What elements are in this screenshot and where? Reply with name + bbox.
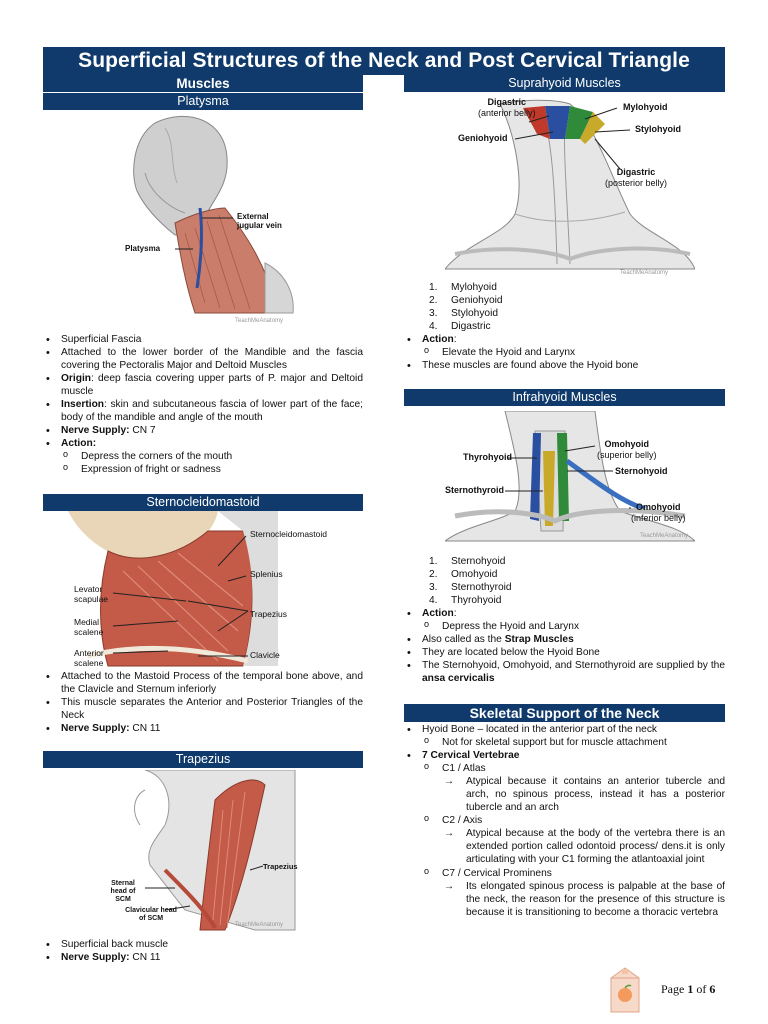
list-item: C1 / Atlas: [424, 761, 725, 775]
platysma-notes: Superficial Fascia Attached to the lower…: [43, 333, 363, 477]
figure-label-omohyoid-superior: Omohyoid(superior belly): [597, 439, 657, 460]
trapezius-figure: Trapezius Sternal head of SCM Clavicular…: [105, 770, 305, 935]
figure-label-medial-scalene: Medial scalene: [74, 617, 104, 637]
figure-label-geniohyoid: Geniohyoid: [458, 133, 508, 143]
list-item: 2.Omohyoid: [429, 569, 498, 581]
suprahyoid-header: Suprahyoid Muscles: [404, 75, 725, 92]
list-item: Action:: [43, 437, 363, 451]
figure-label-platysma: Platysma: [125, 244, 161, 253]
list-item: 4.Digastric: [429, 321, 491, 333]
figure-label-trapezius: Trapezius: [250, 609, 288, 619]
figure-label-anterior-scalene: Anterior scalene: [74, 648, 104, 668]
list-item: Superficial back muscle: [43, 938, 363, 952]
list-item: Atypical because at the body of the vert…: [444, 827, 725, 866]
list-item: Insertion: skin and subcutaneous fascia …: [43, 398, 363, 424]
platysma-header: Platysma: [43, 93, 363, 110]
figure-label-external-jugular-vein: External jugular vein: [237, 212, 282, 230]
page-title: Superficial Structures of the Neck and P…: [43, 47, 725, 75]
figure-label-sternal-head: Sternal head of SCM: [110, 880, 136, 903]
list-item: Its elongated spinous process is palpabl…: [444, 880, 725, 919]
list-item: Expression of fright or sadness: [63, 462, 363, 476]
figure-label-mylohyoid: Mylohyoid: [623, 102, 668, 112]
figure-watermark: TeachMeAnatomy: [235, 318, 284, 324]
scm-header: Sternocleidomastoid: [43, 494, 363, 511]
trapezius-header: Trapezius: [43, 751, 363, 768]
list-item: Nerve Supply: CN 11: [43, 722, 363, 736]
infrahyoid-header: Infrahyoid Muscles: [404, 389, 725, 406]
list-item: 3.Sternothyroid: [429, 582, 512, 594]
scm-notes: Attached to the Mastoid Process of the t…: [43, 670, 363, 736]
figure-label-clavicle: Clavicle: [250, 650, 280, 660]
figure-label-clavicular-head: Clavicular head of SCM: [125, 907, 177, 922]
skeletal-section: Skeletal Support of the Neck: [404, 704, 725, 722]
suprahyoid-figure: Digastric(anterior belly) Mylohyoid Styl…: [445, 94, 695, 279]
trapezius-section: Trapezius: [43, 751, 363, 768]
list-item: C7 / Cervical Prominens: [424, 866, 725, 880]
scm-section: Sternocleidomastoid: [43, 494, 363, 511]
list-item: Also called as the Strap Muscles: [404, 633, 725, 647]
figure-label-splenius: Splenius: [250, 569, 283, 579]
list-item: Attached to the lower border of the Mand…: [43, 346, 363, 372]
list-item: Attached to the Mastoid Process of the t…: [43, 670, 363, 696]
list-item: 7 Cervical Vertebrae: [404, 749, 725, 763]
list-item: 1.Mylohyoid: [429, 282, 497, 293]
skeletal-header: Skeletal Support of the Neck: [404, 704, 725, 722]
list-item: Action:: [404, 333, 725, 347]
list-item: 1.Sternohyoid: [429, 556, 506, 567]
figure-label-digastric-anterior: Digastric(anterior belly): [478, 97, 536, 118]
left-column: Muscles Platysma: [43, 75, 363, 110]
scm-figure: Sternocleidomastoid Splenius Levator sca…: [68, 511, 348, 671]
list-item: 3.Stylohyoid: [429, 308, 499, 320]
list-item: Atypical because it contains an anterior…: [444, 775, 725, 814]
figure-label-thyrohyoid: Thyrohyoid: [463, 452, 512, 462]
infrahyoid-figure: Omohyoid(superior belly) Thyrohyoid Ster…: [445, 411, 695, 549]
list-item: Depress the corners of the mouth: [63, 449, 363, 463]
figure-label-digastric-posterior: Digastric(posterior belly): [605, 167, 668, 188]
list-item: 4.Thyrohyoid: [429, 595, 502, 607]
figure-watermark: TeachMeAnatomy: [620, 270, 669, 276]
suprahyoid-notes: 1.Mylohyoid 2.Geniohyoid 3.Stylohyoid 4.…: [404, 281, 725, 373]
figure-label-sternohyoid: Sternohyoid: [615, 466, 668, 476]
list-item: Nerve Supply: CN 7: [43, 424, 363, 438]
figure-watermark: TeachMeAnatomy: [640, 533, 689, 539]
list-item: Elevate the Hyoid and Larynx: [424, 345, 725, 359]
list-item: They are located below the Hyoid Bone: [404, 646, 725, 660]
list-item: Action:: [404, 607, 725, 621]
platysma-figure: External jugular vein Platysma TeachMeAn…: [115, 113, 315, 331]
suprahyoid-section: Suprahyoid Muscles: [404, 75, 725, 92]
figure-label-levator-scapulae: Levator scapulae: [74, 584, 109, 604]
list-item: Depress the Hyoid and Larynx: [424, 619, 725, 633]
page-number: Page 1 of 6: [661, 982, 716, 996]
milk-carton-logo: [605, 966, 645, 1018]
list-item: These muscles are found above the Hyoid …: [404, 359, 725, 373]
list-item: Hyoid Bone – located in the anterior par…: [404, 723, 725, 737]
skeletal-notes: Hyoid Bone – located in the anterior par…: [404, 723, 725, 919]
figure-label-sternothyroid: Sternothyroid: [445, 485, 505, 495]
list-item: This muscle separates the Anterior and P…: [43, 696, 363, 722]
figure-label-sternocleidomastoid: Sternocleidomastoid: [250, 529, 328, 539]
list-item: The Sternohyoid, Omohyoid, and Sternothy…: [404, 659, 725, 685]
list-item: Nerve Supply: CN 11: [43, 951, 363, 965]
figure-label-trapezius: Trapezius: [263, 862, 298, 871]
figure-label-omohyoid-inferior: Omohyoid(inferior belly): [631, 502, 686, 523]
figure-watermark: TeachMeAnatomy: [235, 922, 284, 928]
list-item: 2.Geniohyoid: [429, 295, 503, 307]
list-item: Origin: deep fascia covering upper parts…: [43, 372, 363, 398]
list-item: Superficial Fascia: [43, 333, 363, 347]
infrahyoid-section: Infrahyoid Muscles: [404, 389, 725, 406]
list-item: C2 / Axis: [424, 813, 725, 827]
muscles-header: Muscles: [43, 75, 363, 92]
trapezius-notes: Superficial back muscle Nerve Supply: CN…: [43, 938, 363, 965]
figure-label-stylohyoid: Stylohyoid: [635, 124, 682, 134]
infrahyoid-notes: 1.Sternohyoid 2.Omohyoid 3.Sternothyroid…: [404, 555, 725, 685]
list-item: Not for skeletal support but for muscle …: [424, 735, 725, 749]
